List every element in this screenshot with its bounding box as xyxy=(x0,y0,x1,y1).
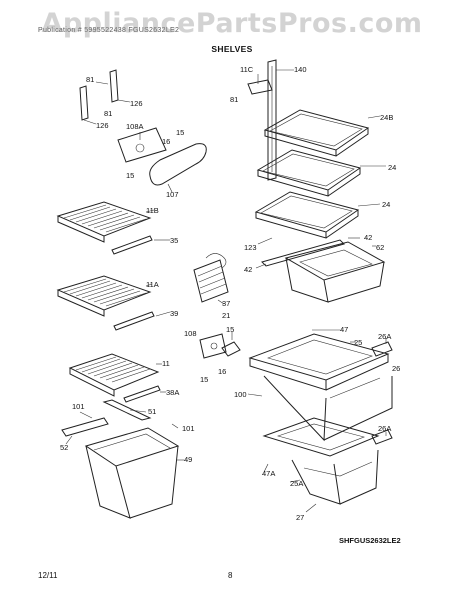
callout-108a: 108A xyxy=(126,122,144,131)
callout-49: 49 xyxy=(184,455,192,464)
callout-47a: 47A xyxy=(262,469,275,478)
callout-52: 52 xyxy=(60,443,68,452)
callout-labels: 11C 140 81 24B 24 24 123 42 62 42 81 126… xyxy=(60,65,400,522)
callout-15: 15 xyxy=(126,171,134,180)
callout-24b: 24B xyxy=(380,113,393,122)
callout-15: 15 xyxy=(226,325,234,334)
light-housing-108 xyxy=(199,332,241,359)
glass-shelf-24-upper xyxy=(256,149,386,197)
callout-51: 51 xyxy=(148,407,156,416)
glass-shelf-24-lower xyxy=(254,191,381,239)
callout-21: 21 xyxy=(222,311,230,320)
footer-date: 12/11 xyxy=(38,571,58,580)
shelf-trim-38a xyxy=(123,385,166,403)
callout-15: 15 xyxy=(200,375,208,384)
callout-24: 24 xyxy=(388,163,396,172)
wire-shelf-11a xyxy=(56,275,153,317)
callout-35: 35 xyxy=(170,236,178,245)
model-code: SHFGUS2632LE2 xyxy=(339,536,401,545)
callout-25: 25 xyxy=(354,338,362,347)
crisper-cover-25a xyxy=(262,417,380,473)
callout-42: 42 xyxy=(244,265,252,274)
callout-101: 101 xyxy=(72,402,85,411)
callout-126: 126 xyxy=(130,99,143,108)
callout-16: 16 xyxy=(218,367,226,376)
wire-shelf-11 xyxy=(68,353,162,397)
callout-47: 47 xyxy=(340,325,348,334)
callout-101: 101 xyxy=(182,424,195,433)
glass-shelf-24b xyxy=(263,109,381,157)
callout-26a: 26A xyxy=(378,332,391,341)
screw-101 xyxy=(79,411,179,429)
wire-shelf-11b xyxy=(56,201,155,243)
crisper-cover-25 xyxy=(248,329,390,391)
shelf-trim-35 xyxy=(111,235,170,255)
callout-38a: 38A xyxy=(166,388,179,397)
callout-24: 24 xyxy=(382,200,390,209)
callout-42: 42 xyxy=(364,233,372,242)
callout-27: 27 xyxy=(296,513,304,522)
callout-123: 123 xyxy=(244,243,257,252)
callout-81: 81 xyxy=(104,109,112,118)
bin-rail-52 xyxy=(61,417,109,445)
callout-39: 39 xyxy=(170,309,178,318)
wire-coil xyxy=(205,253,227,269)
crisper-drawer-62 xyxy=(284,241,386,303)
callout-37: 37 xyxy=(222,299,230,308)
callout-11b: 11B xyxy=(146,206,159,215)
callout-62: 62 xyxy=(376,243,384,252)
callout-108: 108 xyxy=(184,329,197,338)
shelf-rail-140 xyxy=(267,59,294,181)
bin-49 xyxy=(84,427,184,519)
light-housing-108a xyxy=(117,127,167,163)
publication-header: Publication # 5995522438 FGUS2632LE2 xyxy=(38,27,180,34)
callout-15: 15 xyxy=(176,128,184,137)
callout-11a: 11A xyxy=(146,280,159,289)
callout-26a: 26A xyxy=(378,424,391,433)
shelf-trim-39 xyxy=(113,311,171,331)
callout-81: 81 xyxy=(86,75,94,84)
callout-11: 11 xyxy=(162,359,170,368)
callout-100: 100 xyxy=(234,390,247,399)
drawer-slide-26 xyxy=(371,338,393,445)
bin-rail-51 xyxy=(102,399,152,421)
callout-11c: 11C xyxy=(240,65,254,74)
page-number: 8 xyxy=(228,571,233,580)
callout-140: 140 xyxy=(294,65,307,74)
crisper-drawer-27 xyxy=(289,449,379,513)
shelf-rail-11c xyxy=(247,74,273,95)
callout-107: 107 xyxy=(166,190,179,199)
callout-126: 126 xyxy=(96,121,109,130)
callout-25a: 25A xyxy=(290,479,303,488)
callout-26: 26 xyxy=(392,364,400,373)
crisper-drawer-100 xyxy=(247,375,393,442)
section-title: SHELVES xyxy=(211,44,253,54)
callout-81: 81 xyxy=(230,95,238,104)
rail-clip-123 xyxy=(257,237,273,245)
shelf-bracket-left xyxy=(79,69,131,125)
control-assembly-37 xyxy=(193,259,229,305)
drawer-rail-42 xyxy=(255,237,360,269)
light-cover-107 xyxy=(149,143,207,193)
callout-16: 16 xyxy=(162,137,170,146)
